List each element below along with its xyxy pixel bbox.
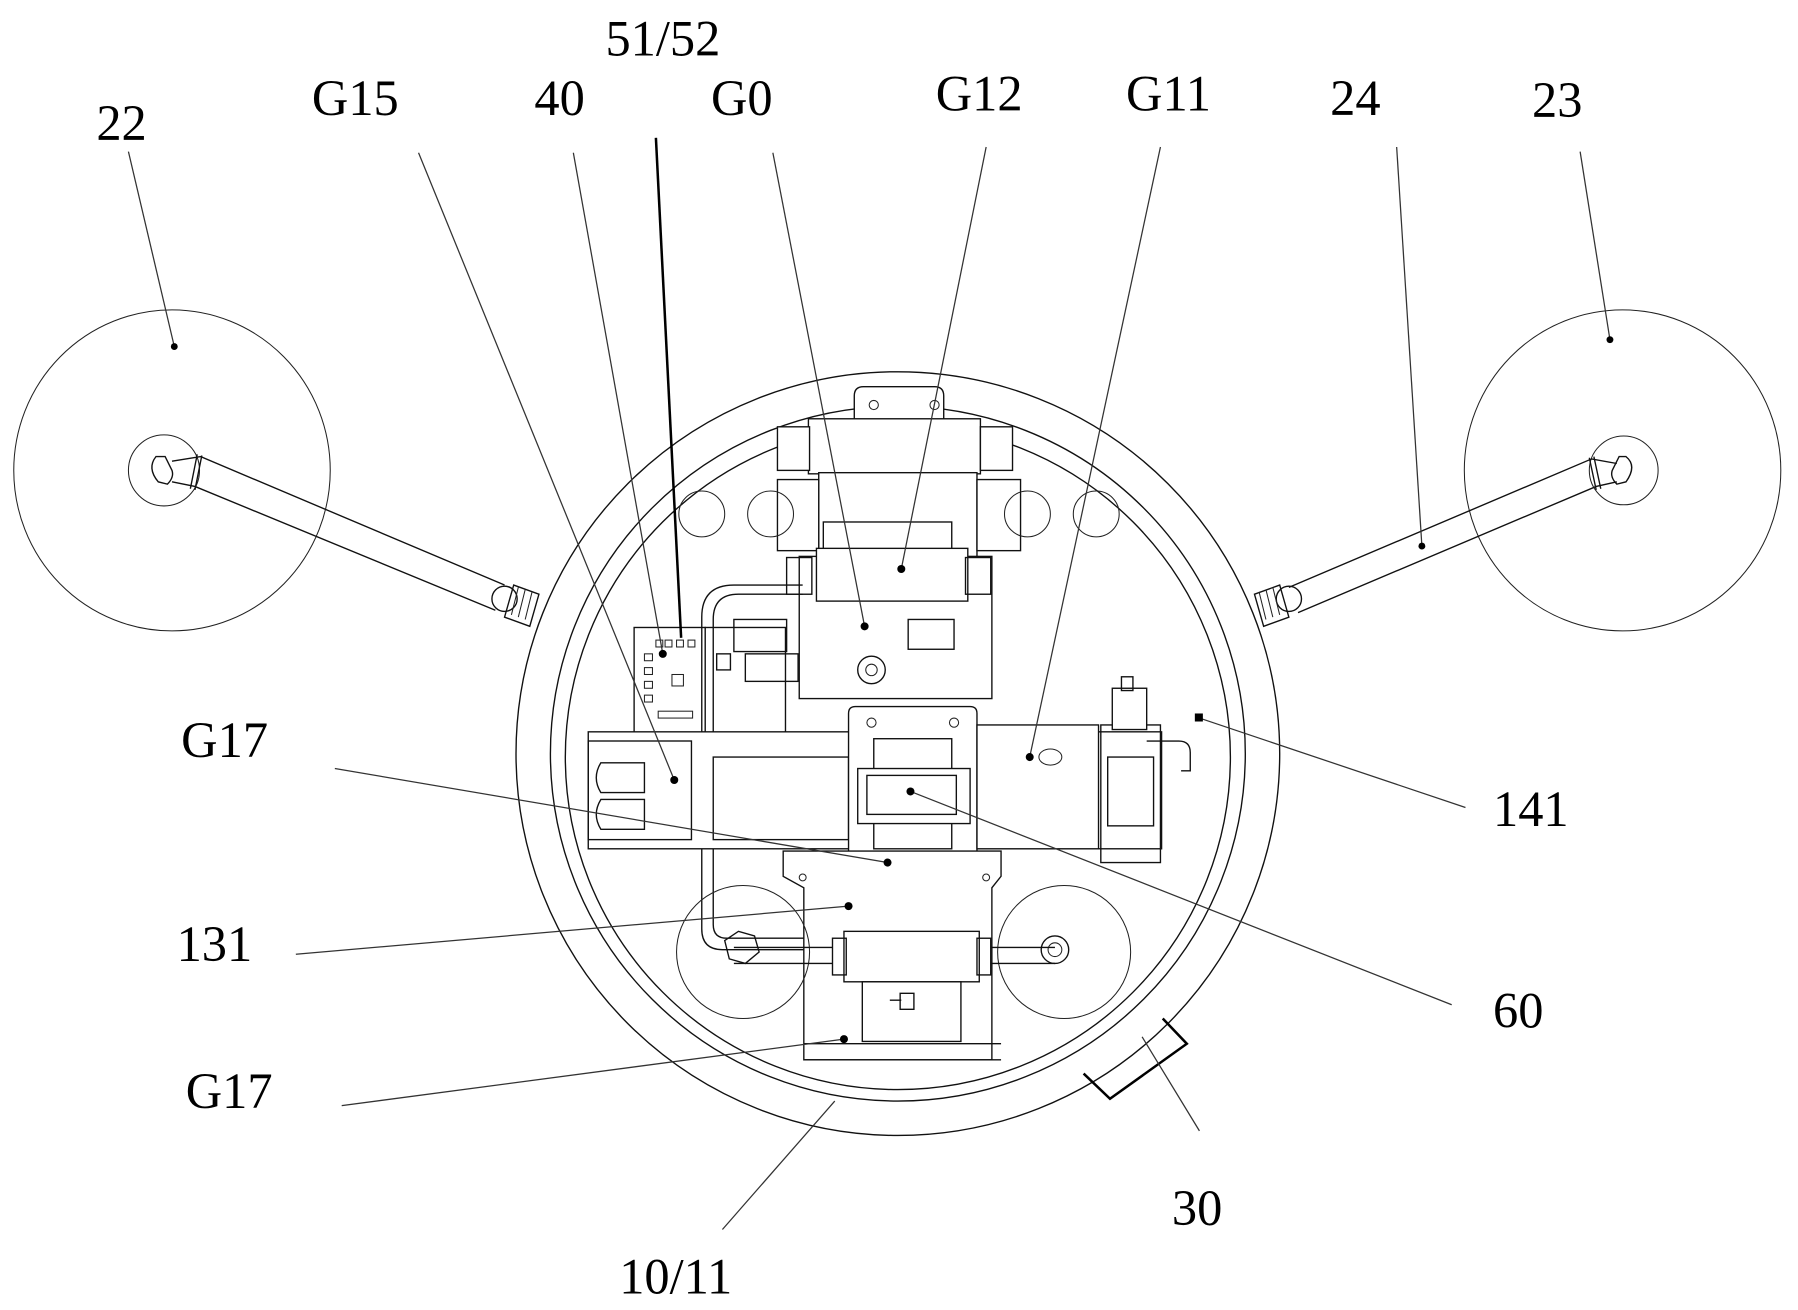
label-141: 141 xyxy=(1493,781,1569,837)
label-G12: G12 xyxy=(936,65,1023,121)
leader-lines xyxy=(127,137,1611,1230)
label-51-52: 51/52 xyxy=(605,10,720,66)
label-G11: G11 xyxy=(1126,65,1211,121)
label-G17-lower: G17 xyxy=(186,1063,273,1119)
label-G17-upper: G17 xyxy=(181,712,268,768)
label-23: 23 xyxy=(1532,72,1582,128)
right-disc-23 xyxy=(1253,309,1782,632)
label-G15: G15 xyxy=(312,70,399,126)
edge-bracket-30 xyxy=(1082,1017,1189,1101)
leader-dots xyxy=(170,336,1614,1044)
label-10-11: 10/11 xyxy=(619,1249,732,1305)
label-24: 24 xyxy=(1330,70,1380,126)
left-disc-22 xyxy=(13,309,540,632)
label-30: 30 xyxy=(1172,1180,1222,1236)
label-22: 22 xyxy=(96,95,146,151)
internal-assembly xyxy=(587,385,1191,1061)
label-40: 40 xyxy=(534,70,584,126)
reference-labels: 22 G15 40 51/52 G0 G12 G11 24 23 141 G17… xyxy=(96,10,1582,1304)
label-131: 131 xyxy=(177,916,253,972)
label-G0: G0 xyxy=(711,70,773,126)
label-60: 60 xyxy=(1493,983,1543,1039)
